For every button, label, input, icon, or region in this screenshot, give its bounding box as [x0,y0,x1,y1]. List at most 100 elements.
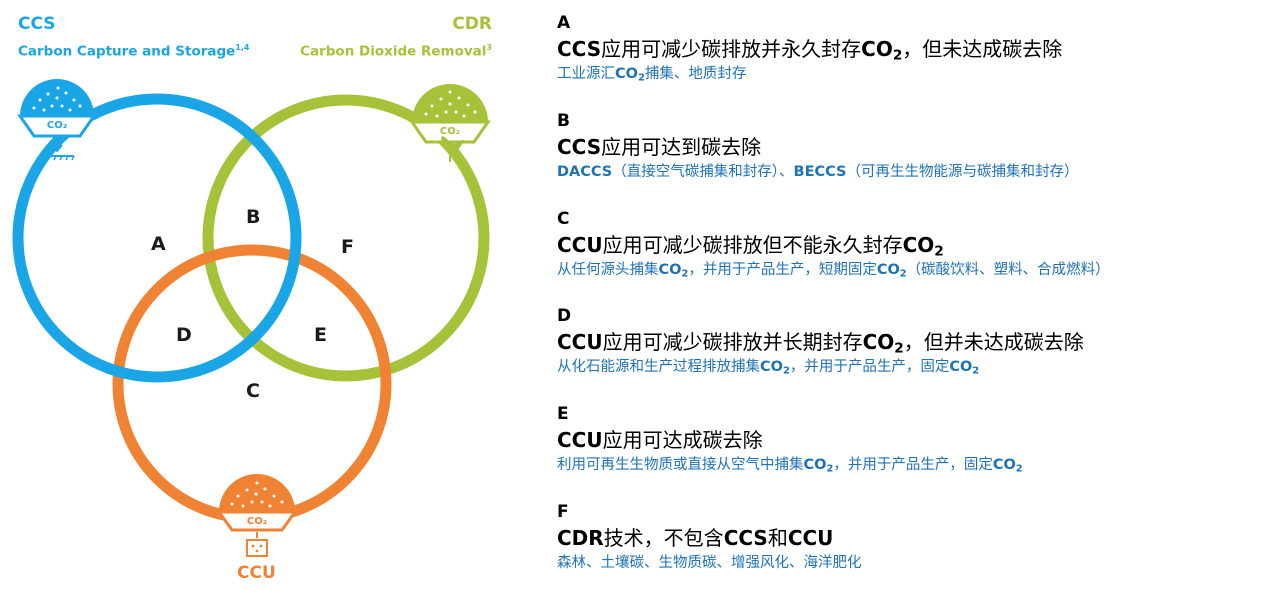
legend-description: 利用可再生生物质或直接从空气中捕集CO2，并用于产品生产，固定CO2 [557,454,1262,476]
subscript: 2 [899,268,907,280]
text-segment: 捕集、地质封存 [644,66,747,82]
legend-letter: E [557,404,569,425]
region-b-label: B [246,206,261,228]
text-segment: 应用可减少碳排放并长期封存 [602,330,863,355]
subscript: 2 [637,72,645,84]
text-segment: CCU [557,232,603,257]
region-d-label: D [176,324,192,346]
subscript: 2 [892,47,903,64]
legend-description: 森林、土壤碳、生物质碳、增强风化、海洋肥化 [557,552,1262,574]
text-segment: ，并用于产品生产，固定 [789,359,950,376]
venn-diagram: CO₂ CO₂ [0,0,540,606]
legend-description: 工业源汇CO2捕集、地质封存 [557,63,1262,85]
text-segment: CCS [557,134,602,159]
region-e-label: E [314,324,327,346]
ccs-name: Carbon Capture and Storage [18,43,236,60]
venn-circles: CO₂ CO₂ [12,79,491,557]
subscript: 2 [972,365,980,377]
legend-title: CCU应用可减少碳排放并长期封存CO2，但并未达成碳去除 [557,328,1262,356]
text-segment: CCU [787,525,834,550]
region-a-label: A [151,233,166,255]
cdr-note: 3 [486,43,492,52]
region-c-label: C [246,380,260,402]
text-segment: CO [992,457,1016,474]
text-segment: CO [658,261,682,278]
text-segment: CCU [557,428,603,453]
subscript: 2 [681,268,689,280]
cdr-icon-text: CO₂ [440,126,460,137]
text-segment: 技术，不包含 [603,525,724,550]
text-segment: CCU [557,330,603,355]
text-segment: BECCS [793,163,847,180]
text-segment: CO [862,330,895,355]
ccu-icon-text: CO₂ [247,516,267,527]
text-segment: 利用可再生生物质或直接从空气中捕集 [557,457,804,474]
legend-description: 从任何源头捕集CO2，并用于产品生产，短期固定CO2（碳酸饮料、塑料、合成燃料） [557,259,1262,281]
ccu-utilization-icon: CO₂ [216,474,298,557]
text-segment: ，但未达成碳去除 [902,37,1063,61]
text-segment: CO [861,37,893,61]
text-segment: CO [615,66,638,82]
ccs-abbr: CCS [18,14,56,34]
ccs-capture-icon: CO₂ [17,79,97,161]
subscript: 2 [934,242,944,259]
subscript: 2 [1015,463,1023,475]
text-segment: CO [949,359,973,376]
text-segment: （碳酸饮料、塑料、合成燃料） [906,261,1110,278]
cdr-full-name: Carbon Dioxide Removal3 [300,43,492,60]
text-segment: 从任何源头捕集 [557,261,659,278]
legend-title: CCU应用可达成碳去除 [557,426,1262,454]
text-segment: CDR [557,525,604,550]
text-segment: 从化石能源和生产过程排放捕集 [557,359,760,376]
ccs-full-name: Carbon Capture and Storage1,4 [18,43,249,60]
text-segment: 应用可减少碳排放但不能永久封存 [602,232,903,257]
text-segment: （直接空气碳捕集和封存）、 [612,163,794,180]
subscript: 2 [826,463,834,475]
text-segment: （可再生生物能源与碳捕集和封存） [846,163,1079,180]
legend-description: 从化石能源和生产过程排放捕集CO2，并用于产品生产，固定CO2 [557,356,1262,378]
text-segment: CO [760,359,783,376]
text-segment: 应用可达到碳去除 [601,134,762,159]
ccs-icon-text: CO₂ [47,120,67,131]
legend-description: DACCS（直接空气碳捕集和封存）、BECCS（可再生生物能源与碳捕集和封存） [557,161,1262,183]
text-segment: CO [876,261,900,278]
legend-letter: C [557,208,570,229]
cdr-removal-icon: CO₂ [409,84,491,162]
text-segment: DACCS [557,163,613,180]
subscript: 2 [782,365,790,377]
legend-letter: F [557,501,569,522]
ccu-abbr: CCU [237,563,276,583]
legend-letter: A [557,13,571,33]
legend-title: CCS应用可达到碳去除 [557,133,1262,161]
text-segment: 应用可达成碳去除 [602,428,763,453]
text-segment: 工业源汇 [557,66,615,82]
subscript: 2 [894,340,904,357]
text-segment: CO [803,457,827,474]
text-segment: 和 [767,525,788,550]
text-segment: 森林、土壤碳、生物质碳、增强风化、海洋肥化 [557,554,862,571]
cdr-circle [202,94,490,382]
legend-letter: D [557,306,572,327]
text-segment: CCS [557,37,602,61]
ccs-circle [12,93,302,383]
text-segment: ，并用于产品生产，短期固定 [688,261,877,278]
legend-title: CCS应用可减少碳排放并永久封存CO2，但未达成碳去除 [557,35,1262,63]
legend-title: CCU应用可减少碳排放但不能永久封存CO2 [557,231,1262,259]
text-segment: ，并用于产品生产，固定 [833,457,993,474]
ccs-note: 1,4 [235,43,250,52]
text-segment: CO [902,232,935,257]
text-segment: ，但并未达成碳去除 [903,330,1084,355]
cdr-abbr: CDR [452,14,492,34]
cdr-name: Carbon Dioxide Removal [300,43,487,60]
legend-title: CDR技术，不包含CCS和CCU [557,524,1262,552]
region-f-label: F [341,236,354,258]
legend-letter: B [557,110,570,131]
text-segment: CCS [723,525,768,550]
